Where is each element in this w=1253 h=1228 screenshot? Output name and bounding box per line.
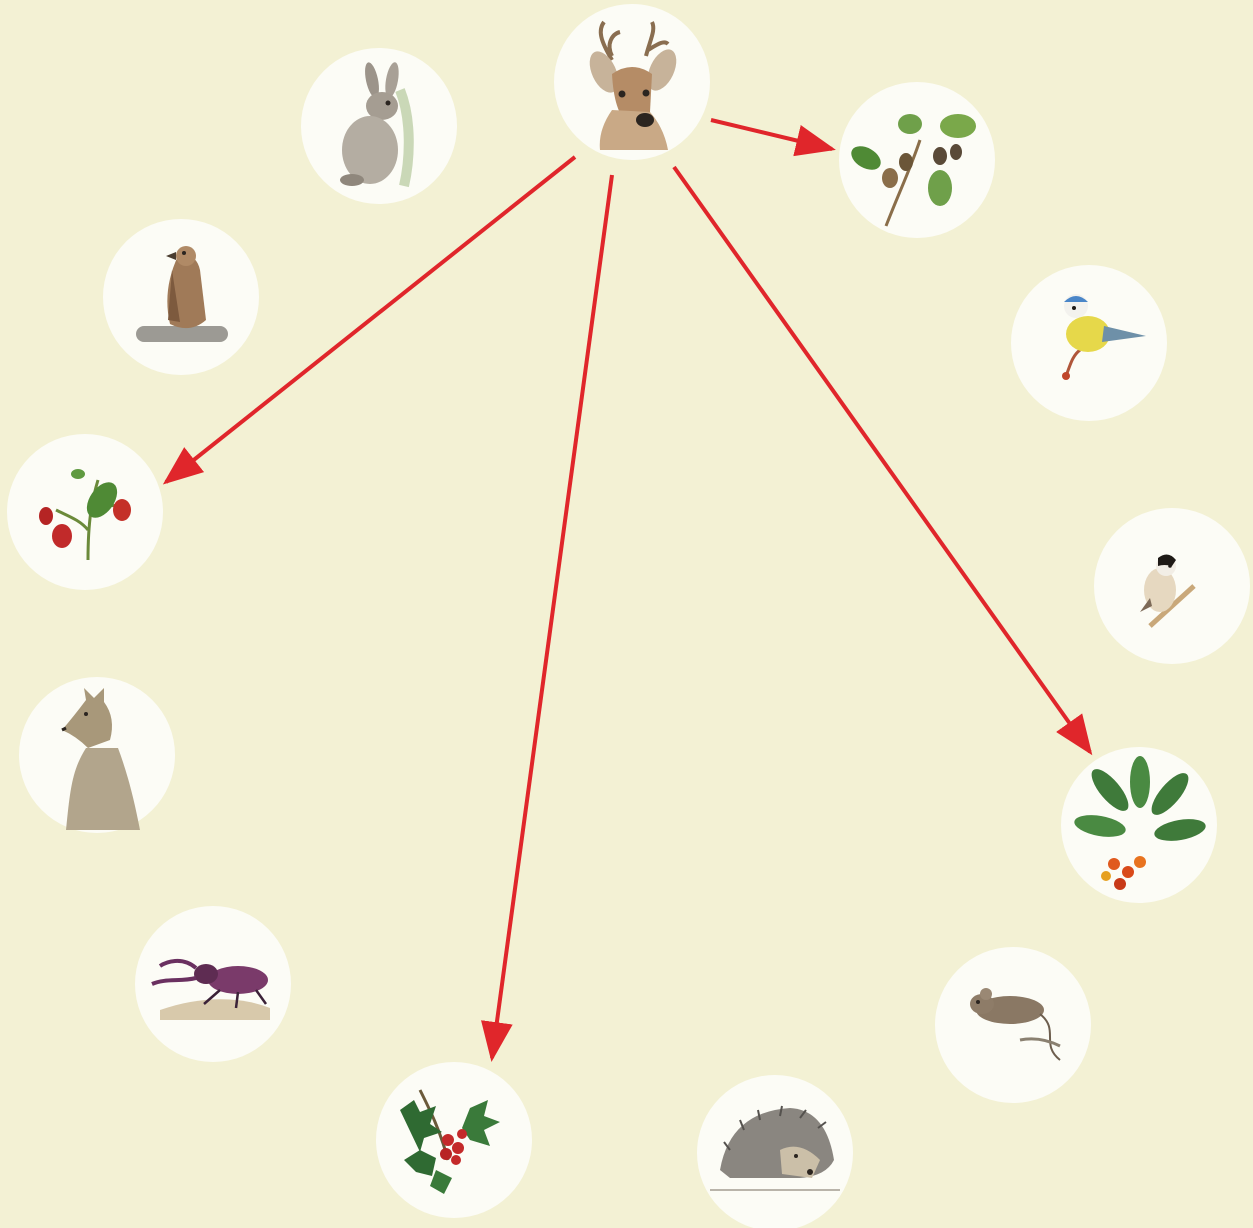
- node-roe-deer: [554, 4, 710, 160]
- arrow-roe-deer-to-holly: [492, 175, 612, 1058]
- arrow-roe-deer-to-strawberry-tree: [674, 167, 1090, 752]
- node-hedgehog: [697, 1075, 853, 1228]
- node-blue-tit: [1011, 265, 1167, 421]
- node-marsh-tit: [1094, 508, 1250, 664]
- node-buzzard: [103, 219, 259, 375]
- node-wild-strawberry: [7, 434, 163, 590]
- node-rabbit: [301, 48, 457, 204]
- edges: [166, 120, 1090, 1058]
- node-holly: [376, 1062, 532, 1218]
- node-oak: [839, 82, 995, 238]
- node-strawberry-tree: [1061, 747, 1217, 903]
- node-dormouse: [935, 947, 1091, 1103]
- node-stag-beetle: [135, 906, 291, 1062]
- node-wolf: [19, 677, 175, 833]
- arrow-roe-deer-to-oak: [711, 120, 832, 149]
